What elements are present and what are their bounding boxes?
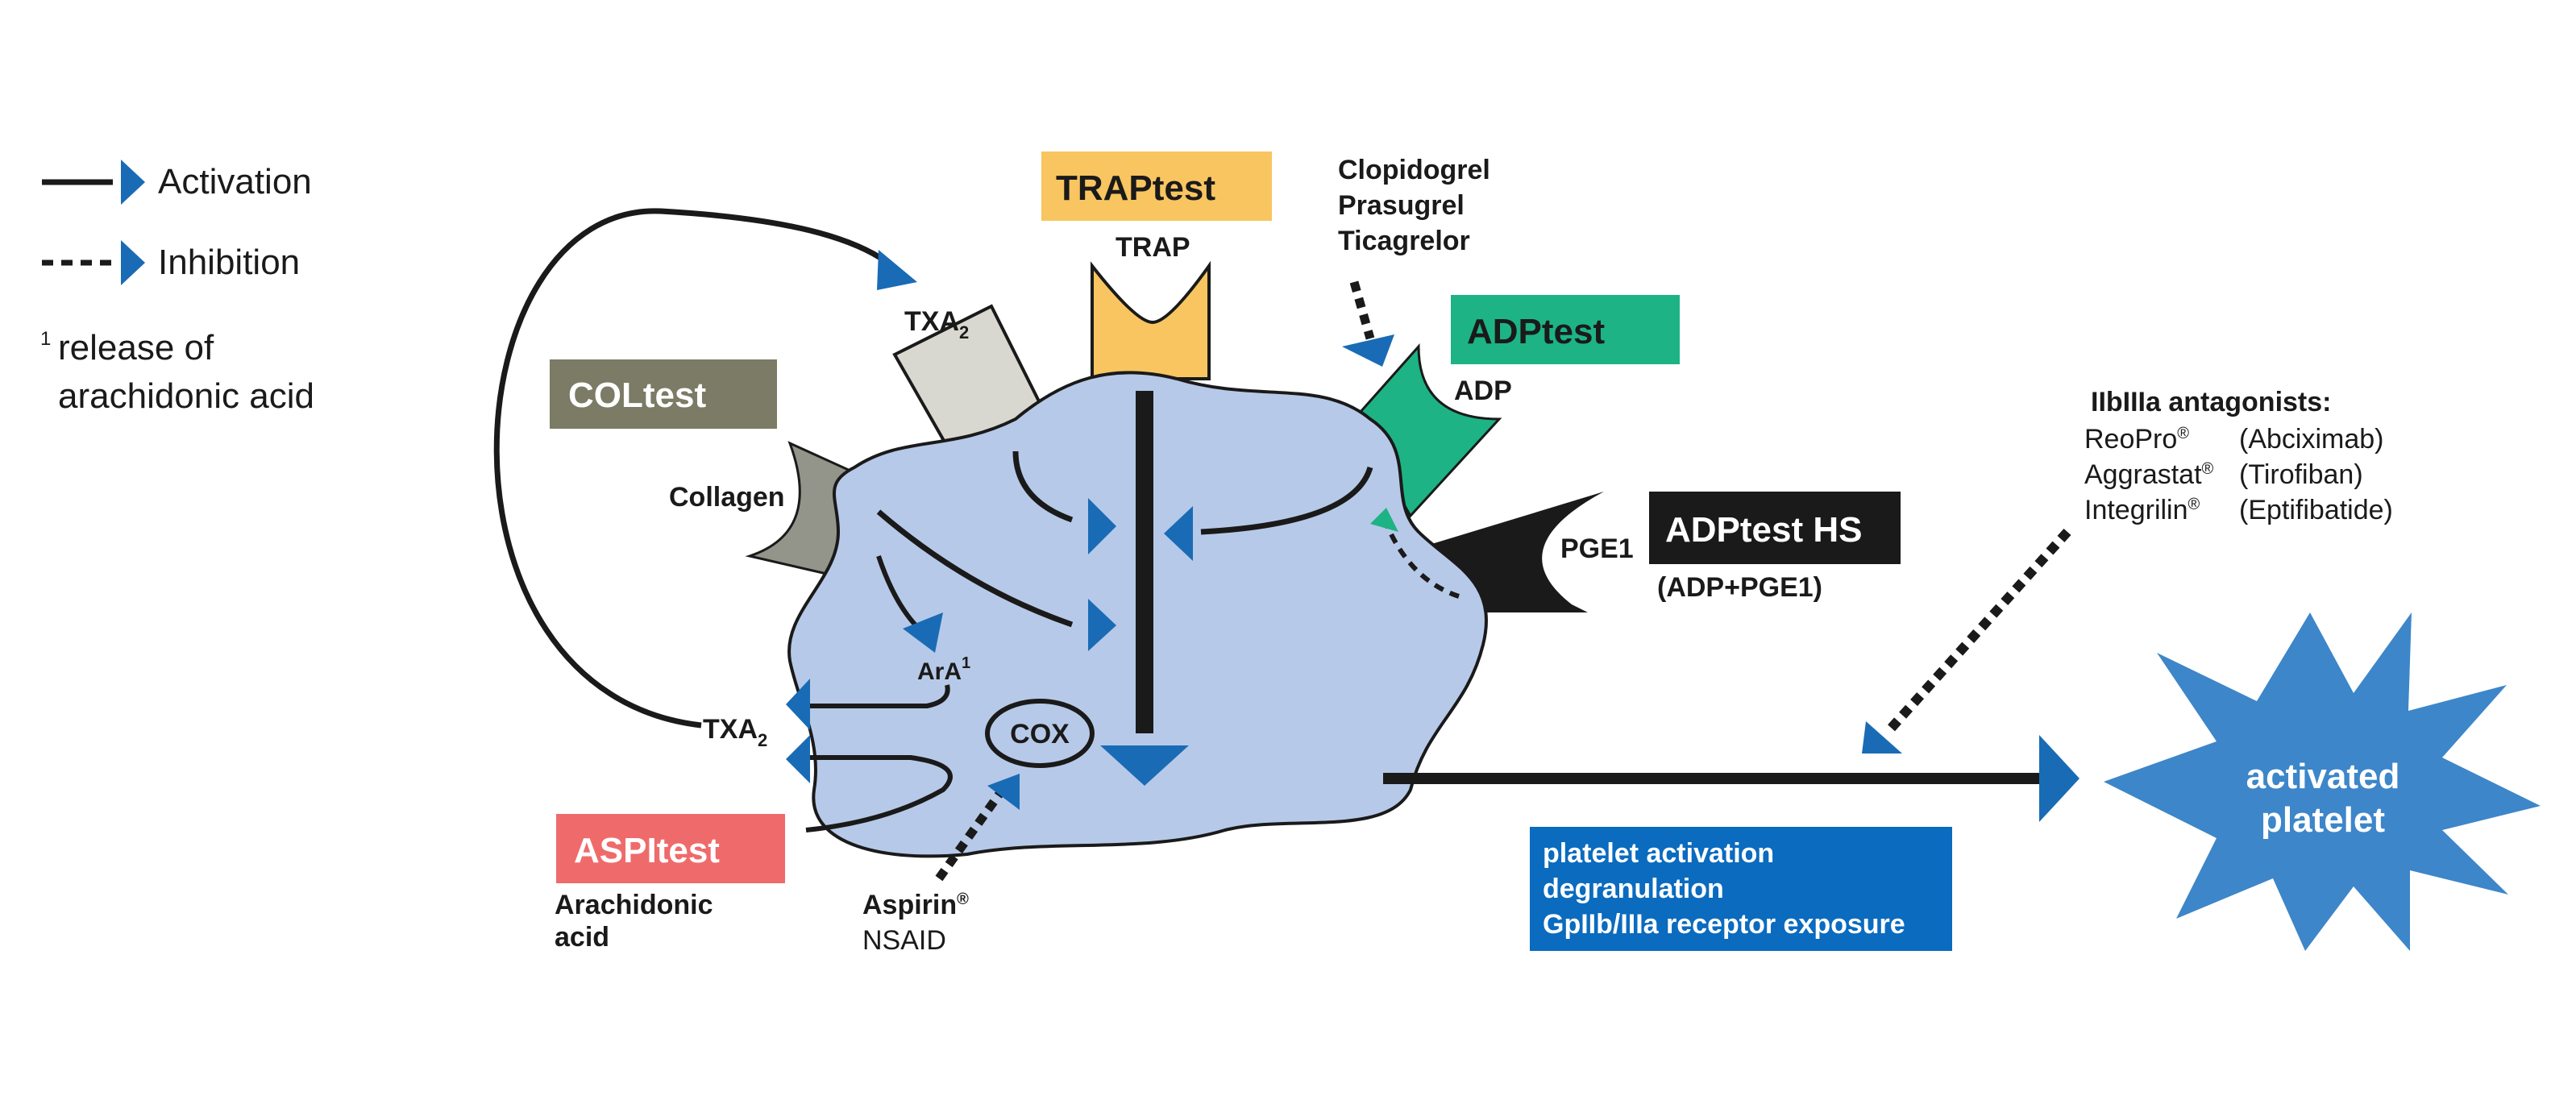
ara-label: ArA1 — [917, 654, 970, 685]
antagonist-brand: Integrilin® — [2084, 495, 2200, 525]
ticagrelor-label: Ticagrelor — [1338, 226, 1470, 256]
collagen-ara-line — [876, 555, 921, 631]
antagonist-brand: Aggrastat® — [2084, 459, 2214, 490]
clopidogrel-label: Clopidogrel — [1338, 155, 1490, 185]
aspitest-box — [556, 814, 785, 883]
arachidonic-acid-loop-line — [805, 755, 953, 832]
txa2-top-label: TXA2 — [904, 306, 969, 342]
adp-signal-arrowhead-icon — [1164, 506, 1193, 561]
adptest-hs-label: ADPtest HS — [1665, 510, 1863, 550]
pge1-inhibition-arrowhead-icon — [1370, 508, 1398, 532]
pge1-label: PGE1 — [1560, 533, 1634, 564]
prasugrel-label: Prasugrel — [1338, 190, 1465, 221]
antagonist-arrowhead-icon — [1862, 721, 1902, 754]
footnote-line1: release of — [58, 328, 214, 367]
platelet-activation-info-box — [1530, 827, 1952, 951]
aspirin-label: Aspirin® — [862, 890, 969, 920]
legend-inhibition-label: Inhibition — [158, 243, 300, 282]
aspirin-inhibition-line — [935, 791, 1003, 882]
activated-label-line2: platelet — [2261, 800, 2385, 840]
antagonist-brand: ReoPro® — [2084, 424, 2189, 455]
adptest-label: ADPtest — [1467, 312, 1605, 351]
collagen-signal-arrowhead-icon — [1088, 599, 1116, 651]
legend: Activation Inhibition 1 release of arach… — [40, 160, 314, 416]
ara-arrowhead-icon — [903, 612, 943, 653]
adp-signal-line — [1200, 466, 1373, 535]
activated-platelet-star — [2104, 612, 2541, 951]
adptest-hs-box — [1649, 492, 1901, 564]
antagonist-generic: (Tirofiban) — [2239, 459, 2363, 490]
trap-receptor — [1091, 260, 1211, 380]
txa2-upper-arrowhead-icon — [786, 679, 810, 730]
txa2-feedback-loop-line — [493, 208, 889, 729]
adptest-box — [1451, 295, 1680, 364]
coltest-label: COLtest — [568, 376, 706, 415]
output-arrowhead-icon — [2039, 735, 2079, 822]
cox-label: COX — [1010, 719, 1070, 749]
traptest-label: TRAPtest — [1056, 168, 1215, 208]
clopidogrel-inhibition-line — [1349, 280, 1375, 340]
antagonist-generic: (Eptifibatide) — [2239, 495, 2393, 525]
nsaid-label: NSAID — [862, 925, 946, 956]
trap-label: TRAP — [1116, 232, 1190, 263]
inhibition-arrowhead-icon — [121, 240, 145, 285]
aspirin-arrowhead-icon — [987, 774, 1020, 810]
cox-enzyme-oval — [985, 699, 1095, 768]
ara-to-txa2-line — [806, 684, 950, 708]
arachidonic-acid-label-line1: Arachidonic — [555, 890, 713, 920]
antagonists-title: IIbIIIa antagonists: — [2091, 387, 2331, 417]
aspitest-label: ASPItest — [574, 831, 720, 870]
txa2-loop-arrowhead-icon — [877, 250, 917, 290]
antagonist-inhibition-line — [1886, 528, 2071, 733]
activation-arrowhead-icon — [121, 160, 145, 205]
txa2-left-label: TXA2 — [703, 714, 767, 750]
collagen-signal-line — [876, 509, 1074, 628]
antagonist-generic: (Abciximab) — [2239, 424, 2383, 455]
legend-activation-label: Activation — [158, 162, 312, 201]
adptest-hs-sublabel: (ADP+PGE1) — [1657, 572, 1822, 603]
txa2-lower-arrowhead-icon — [786, 735, 810, 783]
info-line3: GpIIb/IIIa receptor exposure — [1543, 909, 1905, 940]
footnote-mark: 1 — [40, 328, 51, 350]
antagonists-block: IIbIIIa antagonists: ReoPro® (Abciximab)… — [2084, 387, 2393, 525]
central-arrowhead-icon — [1100, 745, 1189, 786]
coltest-box — [550, 359, 777, 429]
txa2-signal-arrowhead-icon — [1088, 498, 1116, 554]
pge1-inhibition-line — [1384, 522, 1460, 599]
arachidonic-acid-label-line2: acid — [555, 922, 609, 953]
activated-label-line1: activated — [2246, 757, 2400, 796]
collagen-label: Collagen — [669, 482, 785, 513]
footnote-line2: arachidonic acid — [58, 376, 314, 416]
info-line1: platelet activation — [1543, 838, 1774, 869]
traptest-box — [1041, 152, 1272, 221]
txa2-signal-line — [1012, 450, 1074, 523]
adp-label: ADP — [1454, 376, 1512, 406]
info-line2: degranulation — [1543, 874, 1724, 904]
clopidogrel-arrowhead-icon — [1342, 334, 1394, 367]
